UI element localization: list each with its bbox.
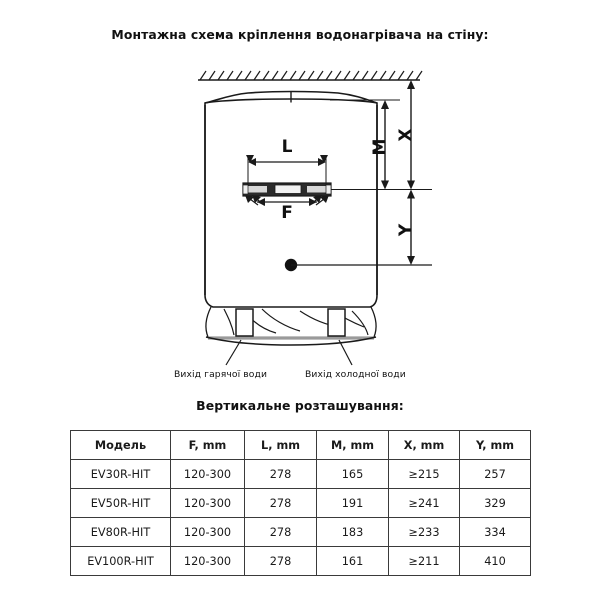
col-header-f: F, mm <box>170 430 245 460</box>
mounting-diagram: L F <box>198 70 432 366</box>
dimension-x <box>407 80 415 190</box>
ceiling-group <box>198 70 423 81</box>
cell-f: 120-300 <box>170 517 245 547</box>
cell-f: 120-300 <box>170 459 245 489</box>
cell-y: 329 <box>459 488 531 518</box>
table-row: EV100R-HIT 120-300 278 161 ≥211 410 <box>70 546 531 576</box>
cell-model: EV100R-HIT <box>70 546 171 576</box>
dimension-label-x: X <box>396 128 416 141</box>
cell-l: 278 <box>244 459 317 489</box>
cell-y: 257 <box>459 459 531 489</box>
dimension-f <box>245 195 329 206</box>
cell-x: ≥215 <box>388 459 460 489</box>
col-header-x: X, mm <box>388 430 460 460</box>
cell-model: EV30R-HIT <box>70 459 171 489</box>
dimension-label-l: L <box>282 137 293 157</box>
cell-m: 165 <box>316 459 389 489</box>
cell-l: 278 <box>244 488 317 518</box>
cell-y: 410 <box>459 546 531 576</box>
dimension-m <box>381 100 389 190</box>
col-header-y: Y, mm <box>459 430 531 460</box>
table-header-row: Модель F, mm L, mm M, mm X, mm Y, mm <box>70 430 531 460</box>
dimension-label-f: F <box>281 203 293 223</box>
mounting-bracket <box>242 182 332 197</box>
cell-y: 334 <box>459 517 531 547</box>
tank-bottom-cover <box>205 306 377 366</box>
section-title: Вертикальне розташування: <box>196 398 404 413</box>
extension-lines <box>330 99 432 191</box>
col-header-model: Модель <box>70 430 171 460</box>
cell-model: EV80R-HIT <box>70 517 171 547</box>
col-header-m: M, mm <box>316 430 389 460</box>
spec-table: Модель F, mm L, mm M, mm X, mm Y, mm EV3… <box>70 430 531 576</box>
reference-point <box>284 258 432 272</box>
table-row: EV30R-HIT 120-300 278 165 ≥215 257 <box>70 459 531 489</box>
cell-f: 120-300 <box>170 546 245 576</box>
cell-l: 278 <box>244 546 317 576</box>
cell-m: 183 <box>316 517 389 547</box>
spec-table-container: Модель F, mm L, mm M, mm X, mm Y, mm EV3… <box>70 430 531 576</box>
water-heater-tank <box>204 90 378 308</box>
cell-x: ≥233 <box>388 517 460 547</box>
table-row: EV80R-HIT 120-300 278 183 ≥233 334 <box>70 517 531 547</box>
cell-l: 278 <box>244 517 317 547</box>
cell-f: 120-300 <box>170 488 245 518</box>
table-row: EV50R-HIT 120-300 278 191 ≥241 329 <box>70 488 531 518</box>
cell-x: ≥211 <box>388 546 460 576</box>
cell-x: ≥241 <box>388 488 460 518</box>
cell-m: 161 <box>316 546 389 576</box>
ceiling-hatching <box>199 70 423 81</box>
page-title: Монтажна схема кріплення водонагрівача н… <box>111 27 489 42</box>
cell-m: 191 <box>316 488 389 518</box>
callout-hot-water: Вихід гарячої води <box>174 369 268 380</box>
callout-cold-water: Вихід холодної води <box>305 369 406 380</box>
dimension-y <box>407 189 415 265</box>
dimension-label-m: M <box>370 139 390 156</box>
col-header-l: L, mm <box>244 430 317 460</box>
cell-model: EV50R-HIT <box>70 488 171 518</box>
dimension-l <box>246 155 328 185</box>
dimension-label-y: Y <box>396 223 416 237</box>
